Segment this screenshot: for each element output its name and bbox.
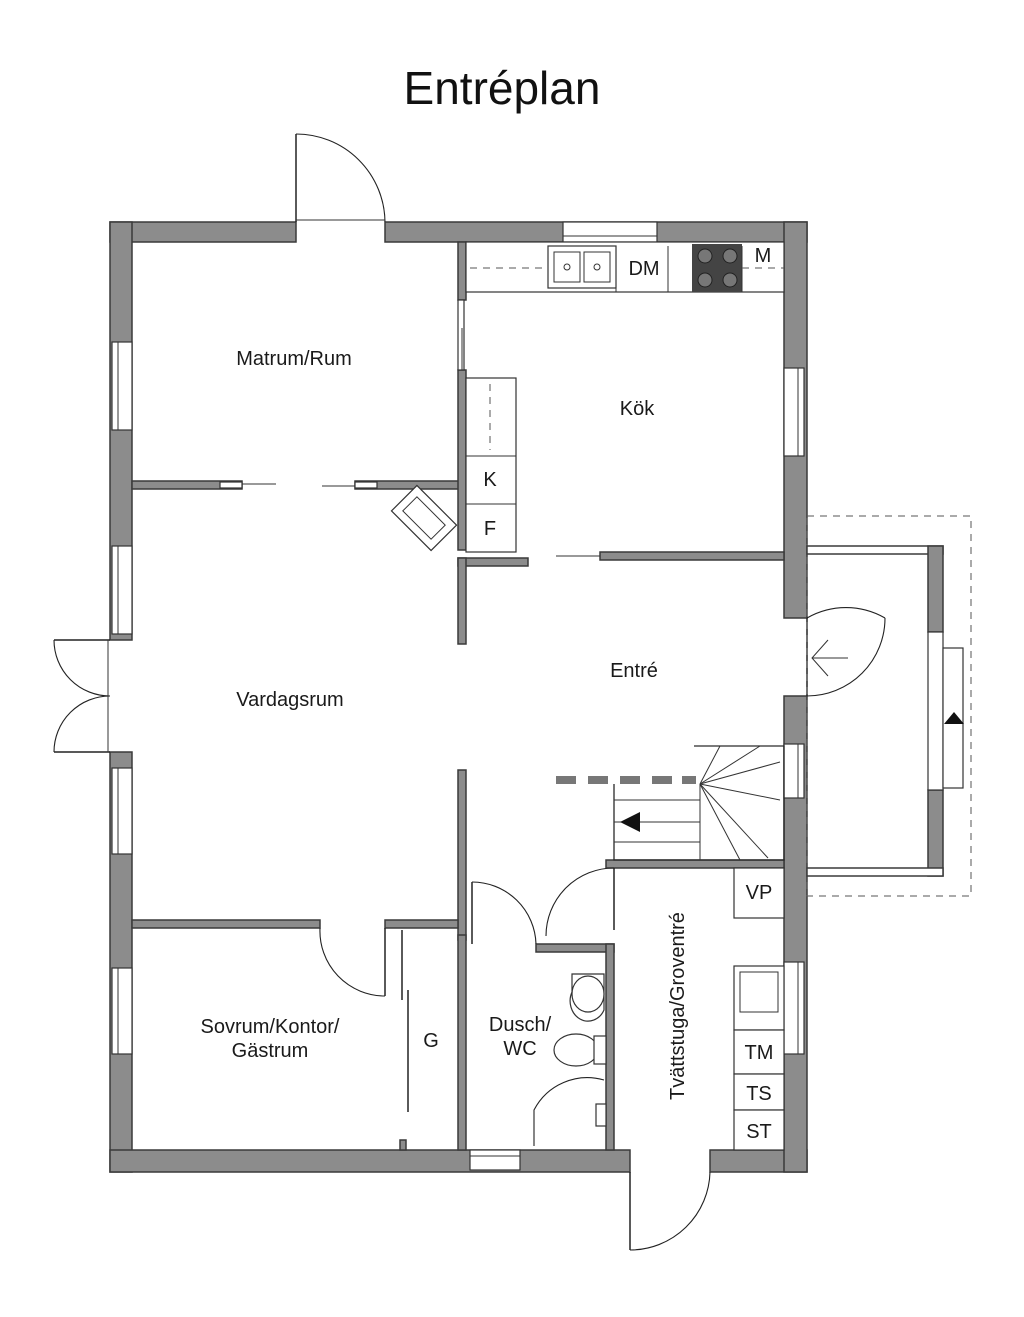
room-label-sovrum-line1: Sovrum/Kontor/ (201, 1016, 340, 1038)
room-label-matrum: Matrum/Rum (236, 348, 352, 370)
room-label-dusch-line2: WC (503, 1038, 536, 1060)
label-wardrobe: G (423, 1030, 439, 1052)
toilet-icon (553, 1033, 599, 1067)
fridge-freezer (465, 377, 517, 553)
windows (111, 221, 805, 1171)
stairs (556, 745, 785, 861)
plan-title: Entréplan (404, 62, 601, 114)
room-label-dusch-line1: Dusch/ (489, 1014, 552, 1036)
room-label-kok: Kök (620, 398, 655, 420)
label-cabinet: ST (746, 1121, 772, 1143)
porch (806, 515, 972, 897)
sink-icon (547, 245, 617, 289)
room-label-tvattstuga: Tvättstuga/Groventré (667, 912, 689, 1100)
label-heat-pump: VP (746, 882, 773, 904)
room-labels: Matrum/Rum Kök Vardagsrum Entré Sovrum/K… (201, 348, 689, 1100)
wc-fixtures (533, 973, 607, 1146)
label-washer: TM (745, 1042, 774, 1064)
laundry-sink-icon (733, 965, 785, 1031)
kitchen-counter (465, 241, 785, 293)
label-freezer: F (484, 518, 496, 540)
label-fridge: K (483, 469, 497, 491)
laundry-fixtures (733, 867, 785, 1151)
label-microwave: M (755, 245, 772, 267)
room-label-sovrum-line2: Gästrum (232, 1040, 309, 1062)
label-dryer: TS (746, 1083, 772, 1105)
room-label-entre: Entré (610, 660, 658, 682)
doors (53, 133, 886, 1251)
label-dishwasher: DM (628, 258, 659, 280)
fireplace-icon (390, 484, 458, 552)
room-label-vardagsrum: Vardagsrum (236, 689, 343, 711)
fixture-labels: DM M K F G VP TM TS ST (423, 245, 773, 1143)
